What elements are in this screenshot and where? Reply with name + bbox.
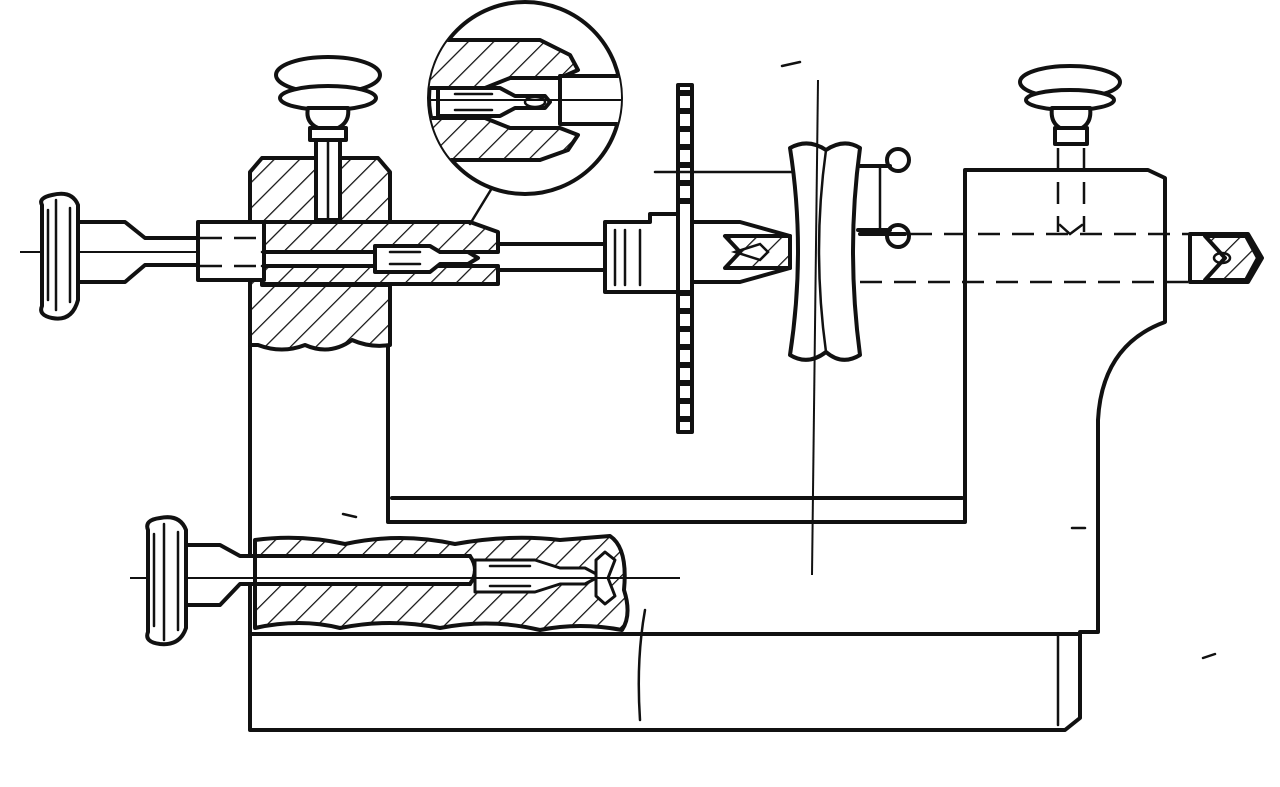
frame-body bbox=[248, 168, 1167, 732]
right-headstock bbox=[858, 232, 1190, 284]
right-spindle-tip bbox=[1188, 232, 1264, 284]
clamp-knob-left[interactable] bbox=[274, 55, 382, 222]
stray-marks bbox=[341, 60, 1217, 660]
left-handwheel[interactable] bbox=[39, 191, 80, 321]
lower-spindle bbox=[130, 534, 680, 632]
lower-handwheel[interactable] bbox=[145, 515, 188, 647]
clamp-knob-right[interactable] bbox=[1018, 64, 1122, 236]
pulley[interactable] bbox=[788, 79, 911, 576]
detail-magnifier bbox=[427, 0, 623, 196]
upper-spindle bbox=[20, 186, 607, 286]
